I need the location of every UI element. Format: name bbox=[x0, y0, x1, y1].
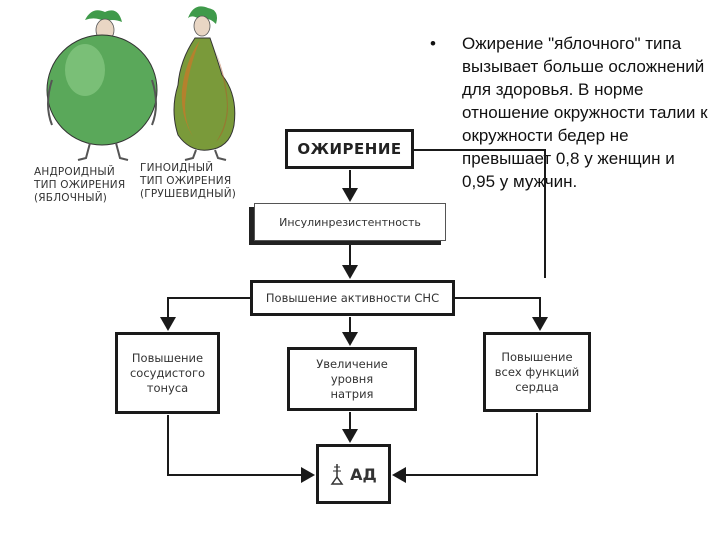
box-sns-activity: Повышение активности СНС bbox=[250, 280, 455, 316]
box-obesity-label: ОЖИРЕНИЕ bbox=[297, 140, 402, 158]
box-sns-activity-label: Повышение активности СНС bbox=[265, 291, 440, 305]
box-insulin-resistance-label: Инсулинрезистентность bbox=[279, 215, 421, 229]
box-obesity: ОЖИРЕНИЕ bbox=[285, 129, 414, 169]
android-type-label: АНДРОИДНЫЙ ТИП ОЖИРЕНИЯ (ЯБЛОЧНЫЙ) bbox=[34, 166, 126, 204]
box-blood-pressure: АД bbox=[316, 444, 391, 504]
box-sodium-increase-label: Увеличение уровня натрия bbox=[316, 356, 388, 401]
body-types-illustration bbox=[46, 6, 236, 161]
apple-figure bbox=[46, 10, 158, 161]
box-blood-pressure-label: АД bbox=[350, 464, 377, 484]
box-vascular-tone-label: Повышение сосудистого тонуса bbox=[129, 350, 206, 395]
arrow-obesity-right bbox=[414, 149, 546, 278]
bullet-text: Ожирение "яблочного" типа вызывает больш… bbox=[462, 34, 708, 191]
box-insulin-resistance: Инсулинрезистентность bbox=[254, 203, 446, 241]
pear-figure bbox=[173, 6, 236, 161]
box-heart-function-label: Повышение всех функций сердца bbox=[494, 349, 580, 394]
arrow-heart-ad bbox=[392, 413, 538, 483]
gynoid-type-label: ГИНОИДНЫЙ ТИП ОЖИРЕНИЯ (ГРУШЕВИДНЫЙ) bbox=[140, 162, 237, 200]
box-vascular-tone: Повышение сосудистого тонуса bbox=[115, 332, 220, 414]
box-heart-function: Повышение всех функций сердца bbox=[483, 332, 591, 412]
manometer-icon bbox=[330, 464, 344, 485]
arrow-sns-vascular bbox=[160, 297, 250, 331]
bullet-point: • Ожирение "яблочного" типа вызывает бол… bbox=[430, 32, 710, 193]
arrow-vascular-ad bbox=[167, 415, 315, 483]
arrow-sns-heart bbox=[455, 297, 548, 331]
box-sodium-increase: Увеличение уровня натрия bbox=[287, 347, 417, 411]
bullet-dot: • bbox=[430, 34, 436, 53]
